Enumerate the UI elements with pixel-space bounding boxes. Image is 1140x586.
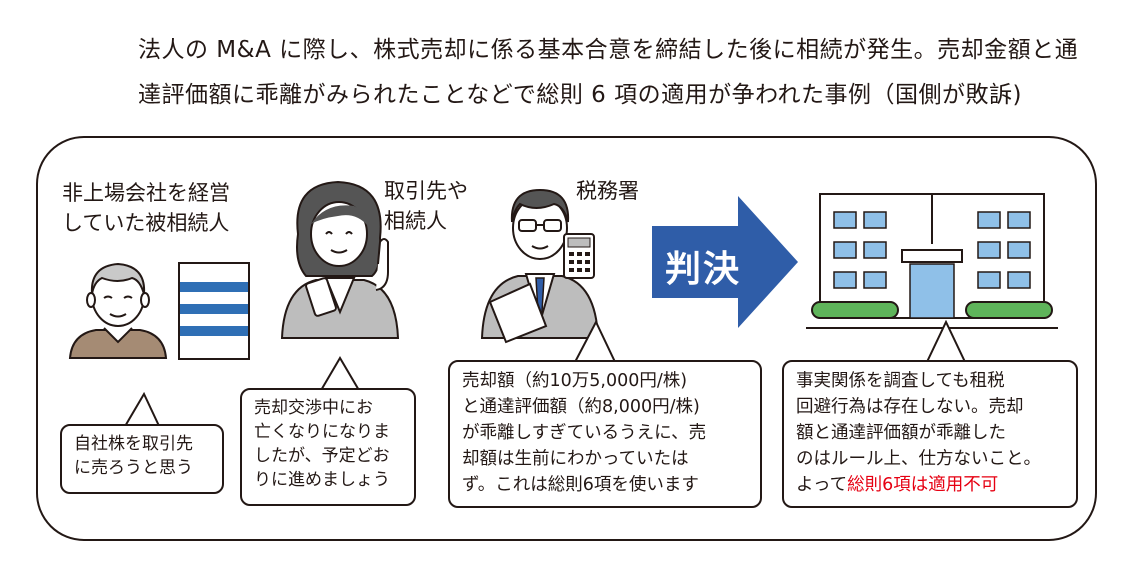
heirs-bubble-tail — [319, 356, 361, 392]
title-line-1: 法人の M&A に際し、株式売却に係る基本合意を締結した後に相続が発生。売却金額… — [138, 37, 1079, 63]
courthouse-icon — [806, 193, 1058, 329]
document-icon — [488, 282, 548, 344]
tax-office-speech-bubble: 売却額（約10万5,000円/株) と通達評価額（約8,000円/株) が乖離し… — [448, 360, 762, 508]
smartphone-icon — [305, 277, 337, 317]
tax-office-label: 税務署 — [576, 179, 639, 203]
title-line-2: 達評価額に乖離がみられたことなどで総則 6 項の適用が争われた事例（国側が敗訴) — [138, 82, 1022, 108]
elderly-man-icon — [68, 262, 168, 359]
tax-officer-icon — [480, 188, 600, 344]
decedent-label: 非上場会社を経営 していた被相続人 — [62, 181, 230, 235]
decedent-speech-bubble: 自社株を取引先 に売ろうと思う — [60, 424, 224, 494]
court-conclusion-prefix: よって — [796, 475, 848, 495]
heirs-speech-bubble: 売却交渉中にお 亡くなりになりま したが、予定どお りに進めましょう — [240, 388, 416, 506]
decedent-bubble-tail — [123, 392, 161, 428]
verdict-label: 判決 — [665, 249, 742, 290]
court-bubble-tail — [925, 320, 967, 364]
company-building-icon — [178, 262, 250, 360]
businesswoman-icon — [280, 180, 400, 339]
tax-office-bubble-tail — [573, 320, 617, 364]
court-speech-bubble: 事実関係を調査しても租税 回避行為は存在しない。売却 額と通達評価額が乖離した … — [782, 360, 1078, 508]
calculator-icon — [563, 233, 595, 279]
diagram-frame — [36, 136, 1097, 541]
court-conclusion-highlight: 総則6項は適用不可 — [847, 475, 999, 495]
verdict-arrow-icon — [652, 196, 798, 328]
heirs-label: 取引先や 相続人 — [384, 179, 468, 233]
